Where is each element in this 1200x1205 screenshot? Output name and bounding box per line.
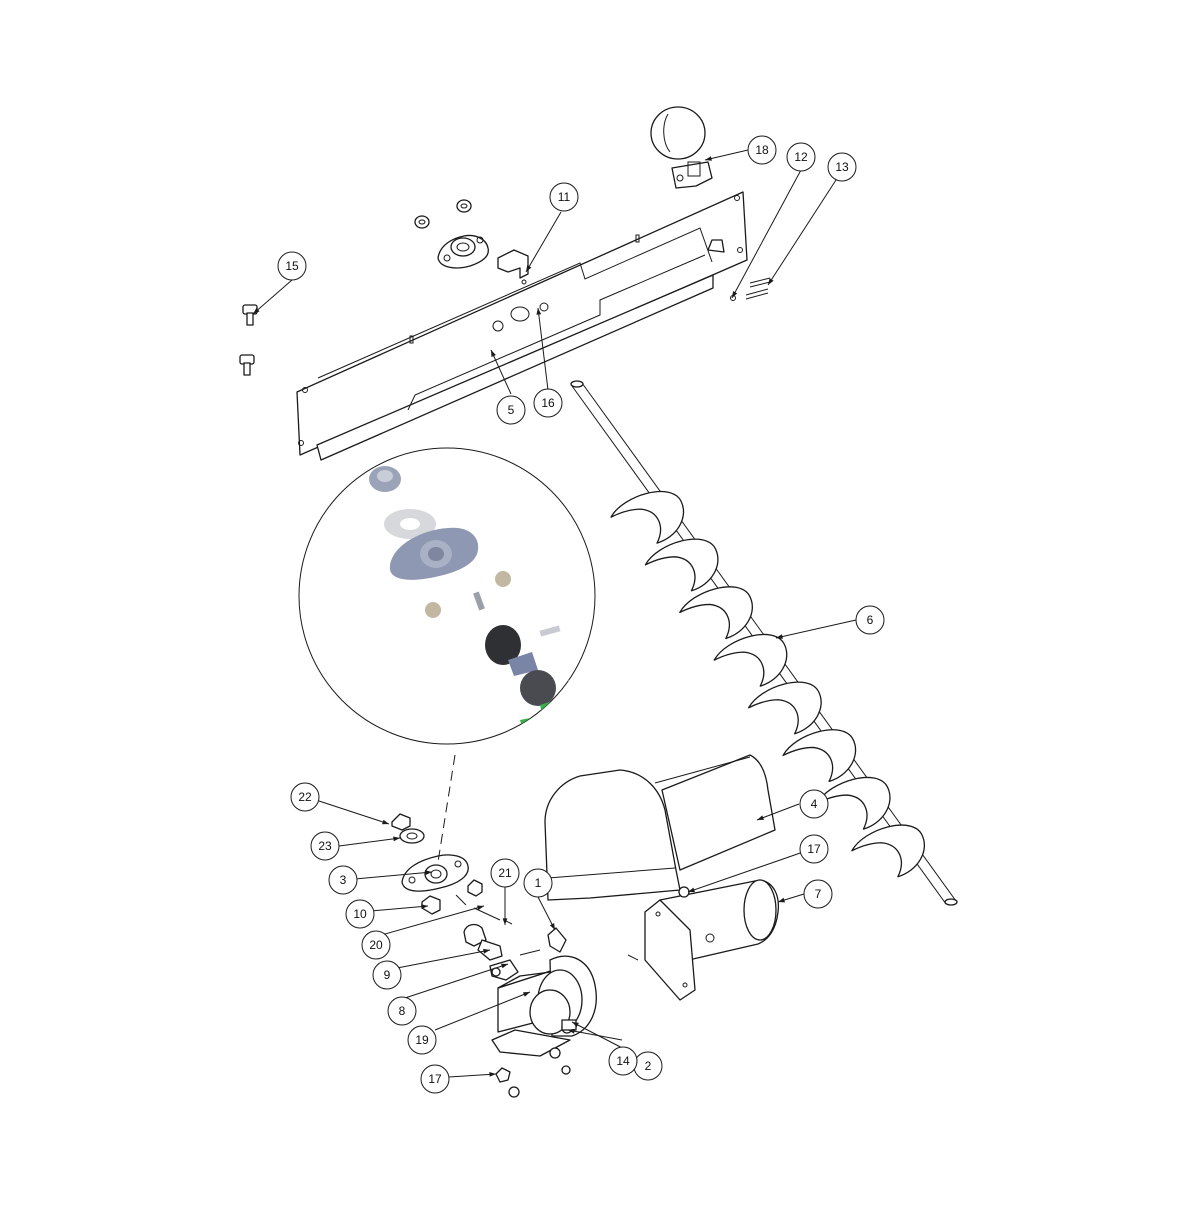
leader-arrowhead	[776, 634, 783, 639]
callout-label: 2	[645, 1059, 652, 1073]
auger-flight	[610, 490, 685, 544]
leader-arrowhead	[425, 870, 432, 875]
detail-view	[298, 447, 596, 863]
bolts	[239, 304, 258, 376]
leader-arrowhead	[688, 887, 695, 893]
motor-cover	[544, 754, 776, 901]
auger-flight	[851, 824, 925, 878]
callout-7: 7	[803, 879, 833, 909]
leader-arrowhead	[382, 819, 389, 825]
leader-arrowhead	[536, 308, 542, 315]
leader-arrowheads	[253, 156, 785, 1077]
callout-18: 18	[747, 135, 777, 165]
callout-label: 17	[807, 842, 821, 856]
leader-arrowhead	[757, 815, 764, 820]
leader-arrowhead	[526, 265, 532, 272]
leader-arrowhead	[705, 156, 712, 161]
callout-6: 6	[855, 605, 885, 635]
callout-11: 11	[549, 182, 579, 212]
leader-arrowhead	[778, 897, 785, 903]
callout-label: 8	[399, 1004, 406, 1018]
callout-3: 3	[328, 865, 358, 895]
callout-label: 19	[415, 1033, 429, 1047]
callout-13: 13	[827, 152, 857, 182]
beacon-lamp	[650, 106, 713, 189]
leader-arrowhead	[768, 278, 774, 285]
callout-label: 7	[815, 887, 822, 901]
callout-8: 8	[387, 996, 417, 1026]
mounting-plate	[296, 191, 748, 461]
auger-flight	[644, 538, 719, 592]
callout-5: 5	[496, 395, 526, 425]
gearbox	[491, 949, 597, 1075]
auger-flight	[748, 681, 822, 735]
auger-screw	[570, 380, 958, 906]
callout-15: 15	[277, 251, 307, 281]
leader-arrowhead	[483, 948, 490, 954]
callout-label: 20	[369, 938, 383, 952]
leader-arrowhead	[572, 1022, 579, 1028]
leader-lines	[252, 149, 857, 1078]
callout-label: 16	[541, 396, 555, 410]
lower-flange-bearing	[391, 813, 520, 1098]
callout-label: 11	[558, 190, 571, 204]
callout-17-bottom: 17	[420, 1064, 450, 1094]
leader-arrowhead	[393, 836, 400, 842]
callout-21: 21	[490, 858, 520, 888]
callout-label: 18	[755, 143, 769, 157]
leader-arrowhead	[568, 1028, 575, 1034]
callout-17-top: 17	[799, 834, 829, 864]
callout-9: 9	[372, 960, 402, 990]
callout-20: 20	[361, 930, 391, 960]
callout-19: 19	[407, 1025, 437, 1055]
callout-label: 12	[794, 150, 808, 164]
callout-2: 2	[633, 1051, 663, 1081]
callout-label: 21	[498, 866, 512, 880]
callout-label: 13	[835, 160, 849, 174]
callout-label: 5	[508, 403, 515, 417]
leader-arrowhead	[502, 918, 508, 925]
auger-flight	[782, 729, 857, 783]
callout-label: 6	[867, 613, 874, 627]
leader-arrowhead	[549, 923, 555, 930]
callout-label: 23	[318, 839, 332, 853]
callout-label: 15	[285, 259, 299, 273]
callout-label: 10	[353, 907, 367, 921]
coupler	[547, 927, 567, 953]
bracket	[497, 249, 529, 285]
callout-label: 22	[298, 790, 312, 804]
leader-arrowhead	[501, 963, 508, 969]
callout-12: 12	[786, 142, 816, 172]
leader-arrowhead	[489, 1072, 496, 1077]
auger-flight	[816, 776, 891, 830]
callout-1: 1	[523, 868, 553, 898]
callout-22: 22	[290, 782, 320, 812]
auger-flight	[679, 586, 753, 640]
callout-label: 14	[616, 1054, 630, 1068]
callout-16: 16	[533, 388, 563, 418]
callout-label: 3	[340, 873, 347, 887]
callout-10: 10	[345, 899, 375, 929]
callout-4: 4	[799, 789, 829, 819]
leader-arrowhead	[732, 291, 738, 298]
callout-label: 17	[428, 1072, 442, 1086]
leader-arrowhead	[491, 350, 496, 357]
leader-arrowhead	[523, 992, 530, 997]
callout-label: 1	[535, 876, 542, 890]
callout-label: 4	[811, 797, 818, 811]
callout-14: 14	[608, 1046, 638, 1076]
top-flange-bearing	[414, 199, 489, 269]
leader-arrowhead	[253, 307, 260, 314]
callout-23: 23	[310, 831, 340, 861]
callout-label: 9	[384, 968, 391, 982]
auger-flight	[713, 633, 788, 687]
leader-arrowhead	[421, 904, 428, 909]
motor	[627, 879, 780, 1001]
leader-arrowhead	[477, 905, 484, 911]
